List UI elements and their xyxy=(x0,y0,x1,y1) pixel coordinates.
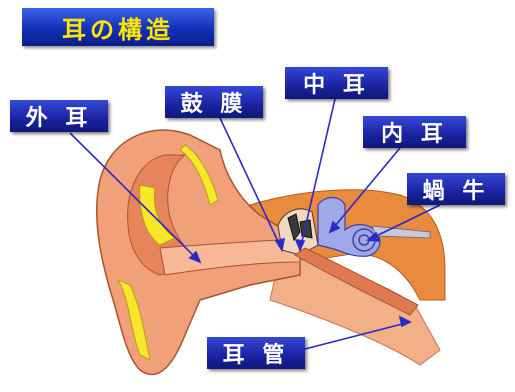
label-outer-ear: 外 耳 xyxy=(10,100,108,132)
label-eardrum: 鼓 膜 xyxy=(165,86,263,118)
label-middle-ear: 中 耳 xyxy=(285,67,388,99)
label-eustachian-tube: 耳 管 xyxy=(207,337,305,369)
label-cochlea: 蝸 牛 xyxy=(407,173,505,205)
label-inner-ear: 内 耳 xyxy=(363,116,466,148)
page-title: 耳の構造 xyxy=(22,8,214,46)
